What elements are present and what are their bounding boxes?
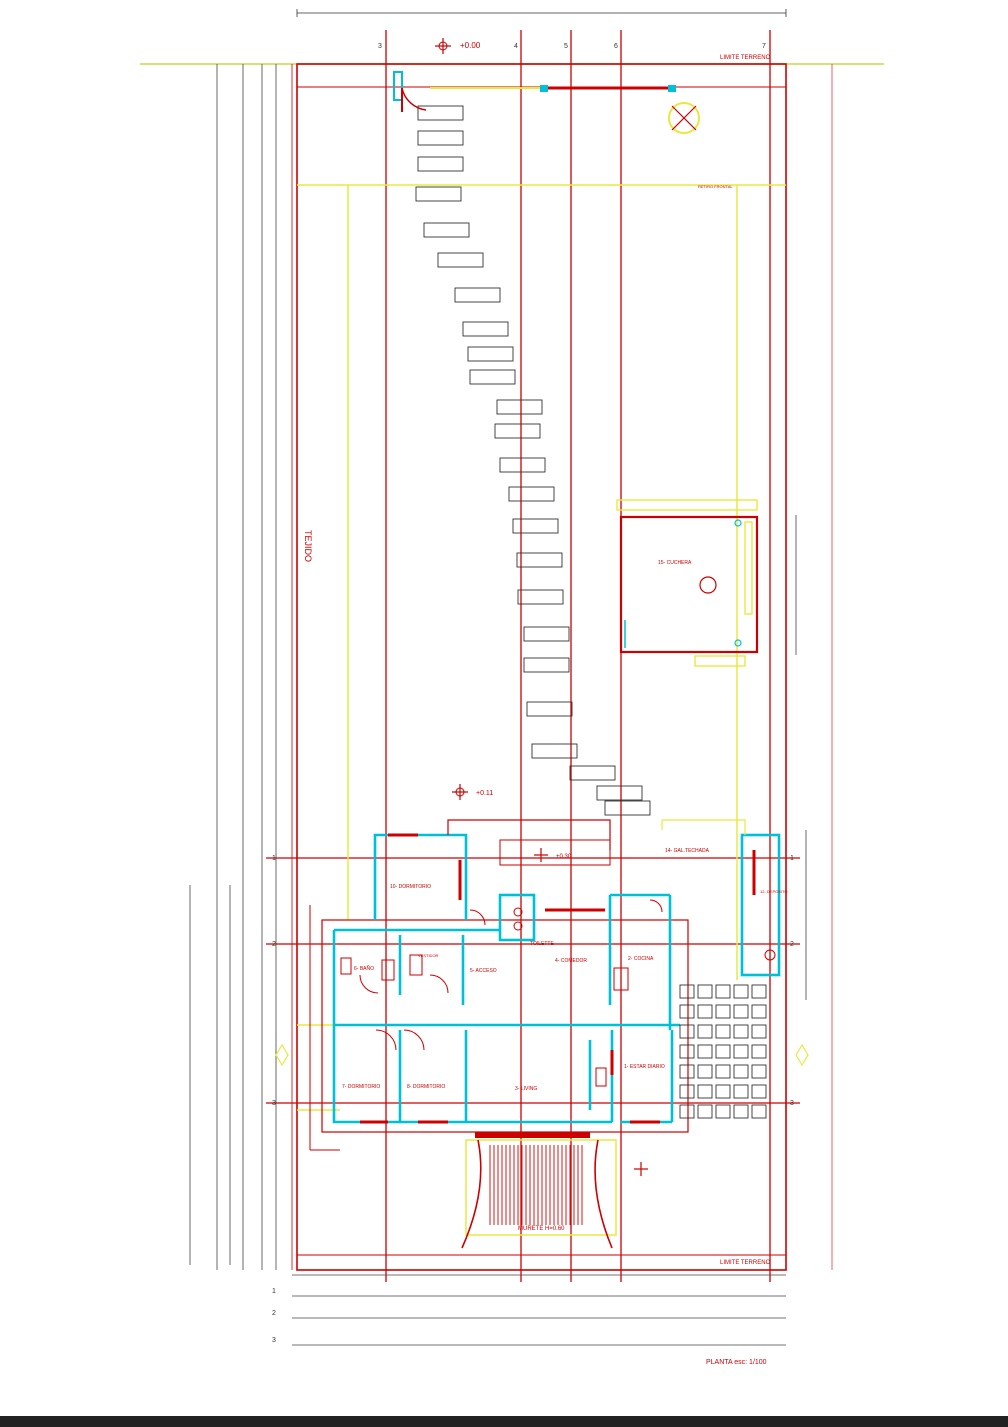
axis-row-2-right: 2 (790, 941, 794, 948)
room-1-label: 1- ESTAR DIARIO (624, 1064, 665, 1070)
orientation-markers (275, 1043, 809, 1067)
axis-row-1-right: 1 (790, 855, 794, 862)
dim-row-2-label: 2 (272, 1310, 276, 1317)
entry-gate (393, 71, 676, 112)
axis-col-3: 3 (378, 43, 382, 50)
plan-title: PLANTA esc: 1/100 (706, 1359, 767, 1366)
room-11-label: TOILETTE (530, 941, 554, 947)
axis-row-3-right: 3 (790, 1100, 794, 1107)
storage-shed: 15- CUCHERA (616, 499, 759, 667)
tree-symbol (668, 102, 700, 134)
stepping-stones (415, 105, 651, 816)
patio-pavers (679, 984, 767, 1119)
horizontal-axes (266, 857, 800, 1104)
room-3-label: 3- LIVING (515, 1086, 537, 1092)
room-10-label: 10- DORMITORIO (390, 884, 431, 890)
axis-row-3-left: 3 (272, 1100, 276, 1107)
axis-col-5: 5 (564, 43, 568, 50)
room-8-label: 8- DORMITORIO (407, 1084, 445, 1090)
room-6-label: 6- BAÑO (354, 965, 374, 972)
vestidor-label: VESTIDOR (418, 953, 439, 958)
limit-top-label: LIMITE TERRENO (720, 55, 771, 61)
fixtures (340, 899, 776, 1087)
level-marker-patio: +0.30 (534, 848, 572, 862)
level-marker-garden: +0.11 (452, 784, 493, 800)
low-wall-label: MURETE H=0.60 (518, 1226, 565, 1232)
axis-col-4: 4 (514, 43, 518, 50)
right-dimensions (795, 515, 807, 1000)
vertical-axes (385, 30, 771, 1282)
room-12-label: 12- DEPOSITO (760, 889, 788, 894)
house-outline (309, 905, 689, 1151)
room-15-label: 15- CUCHERA (658, 560, 692, 566)
level-marker-entry: +0.00 (435, 38, 481, 54)
top-dimension (296, 9, 787, 17)
dim-row-1-label: 1 (272, 1288, 276, 1295)
room-14-label: 14- GAL.TECHADA (665, 848, 710, 854)
level-patio-text: +0.30 (556, 854, 572, 860)
level-marker-garden-2 (634, 1162, 648, 1176)
page-bottom-border (0, 1416, 1008, 1427)
axis-row-1-left: 1 (272, 855, 276, 862)
axis-col-6: 6 (614, 43, 618, 50)
lot-boundary (296, 63, 787, 1271)
bottom-dimensions (292, 1274, 786, 1346)
axis-col-7: 7 (762, 43, 766, 50)
room-4-label: 4- COMEDOR (555, 958, 587, 964)
limit-bottom-label: LIMITE TERRENO (720, 1260, 771, 1266)
dim-row-3-label: 3 (272, 1337, 276, 1344)
setback-front-label: RETIRO FRONTAL (698, 184, 733, 189)
gallery-outline (447, 819, 746, 866)
level-garden-text: +0.11 (476, 790, 493, 797)
axis-row-2-left: 2 (272, 941, 276, 948)
fence-label: TEJIDO (303, 530, 313, 562)
level-entry-text: +0.00 (460, 41, 481, 50)
column-axis-labels: 3 4 5 6 7 (378, 43, 766, 50)
row-axis-labels: 1 2 3 1 2 3 1 2 3 (272, 855, 794, 1344)
house-walls (332, 833, 781, 1124)
room-5-label: 5- ACCESO (470, 968, 497, 974)
room-7-label: 7- DORMITORIO (342, 1084, 380, 1090)
room-2-label: 2- COCINA (628, 956, 654, 962)
front-porch: MURETE H=0.60 (461, 1132, 617, 1249)
left-dimensions (189, 64, 277, 1270)
